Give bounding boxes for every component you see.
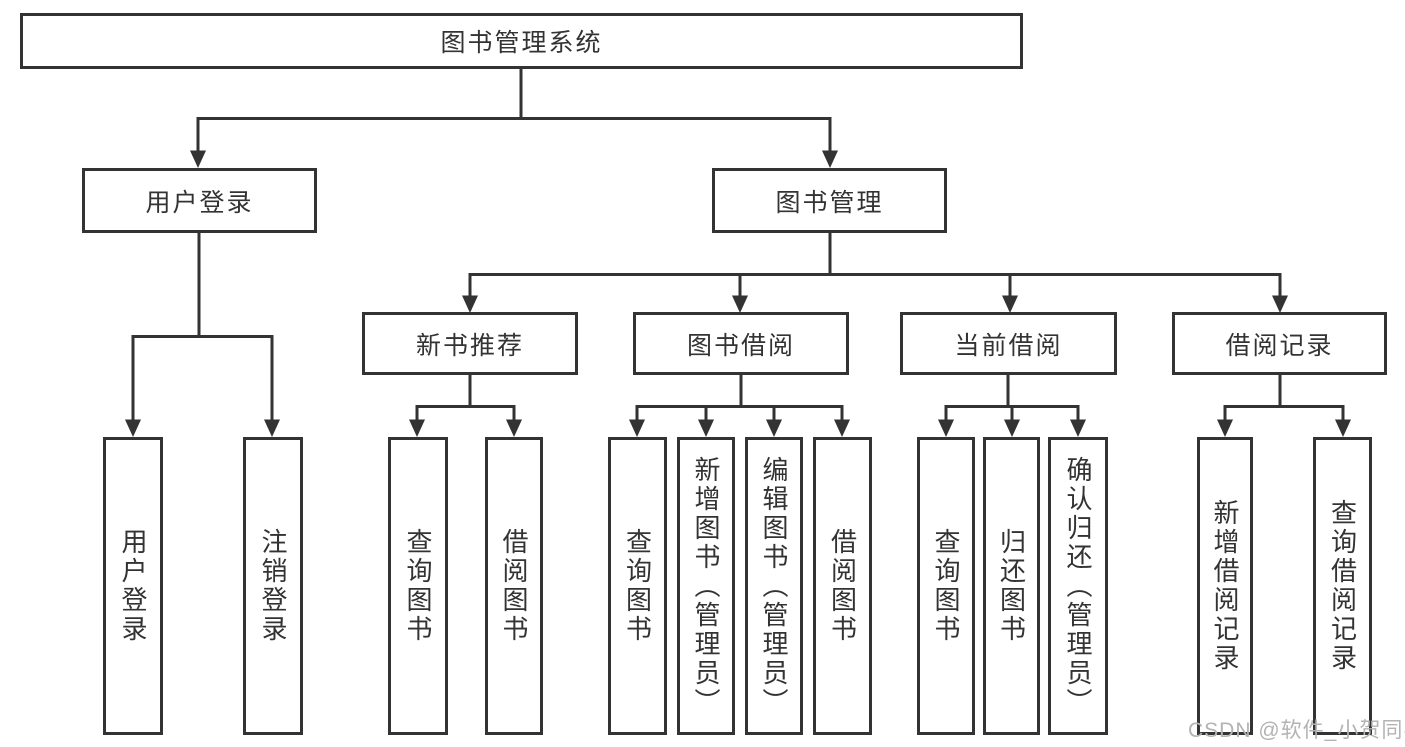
edge-book-mgmt-to-level3 [468,233,1282,297]
node-root: 图书管理系统 [20,13,1023,69]
edge-borrow-records-to-children [1223,375,1345,421]
leaf-confirm-return-admin: 确认归还（管理员） [1048,437,1108,735]
leaf-borrow-books-1: 借阅图书 [485,437,543,735]
edge-current-borrow-to-children [944,375,1080,421]
edge-new-book-rec-to-children [415,375,516,421]
arrowhead-query-books-3 [938,419,954,437]
node-book-borrow: 图书借阅 [633,312,849,375]
leaf-add-books-admin: 新增图书（管理员） [677,437,735,735]
arrowhead-borrow-books-2 [834,419,850,437]
arrowhead-logout-leaf [264,419,280,437]
leaf-query-books-1: 查询图书 [388,437,448,735]
arrowhead-query-books-2 [629,419,645,437]
arrowhead-book-mgmt [822,150,838,168]
leaf-query-books-2: 查询图书 [608,437,667,735]
leaf-user-login: 用户登录 [103,437,163,735]
node-book-mgmt: 图书管理 [712,168,947,233]
node-borrow-records: 借阅记录 [1172,312,1387,375]
arrowhead-book-borrow [732,295,748,313]
leaf-query-borrow-record: 查询借阅记录 [1313,437,1372,735]
edge-book-borrow-to-children [635,375,844,421]
leaf-add-borrow-record: 新增借阅记录 [1197,437,1253,735]
leaf-query-books-3: 查询图书 [917,437,975,735]
watermark: CSDN @软件_小贺同学 [1188,719,1405,742]
edge-user-login-to-children [131,233,274,421]
leaf-logout: 注销登录 [243,437,303,735]
arrowhead-query-books-1 [409,419,425,437]
leaf-edit-books-admin: 编辑图书（管理员） [745,437,803,735]
arrowhead-borrow-books-1 [506,419,522,437]
arrowhead-current-borrow [1002,295,1018,313]
node-current-borrow: 当前借阅 [900,312,1117,375]
arrowhead-return-books [1004,419,1020,437]
arrowhead-user-login-leaf [125,419,141,437]
arrowhead-user-login [190,150,206,168]
arrowhead-borrow-records [1272,295,1288,313]
leaf-return-books: 归还图书 [983,437,1040,735]
arrowhead-edit-books [766,419,782,437]
node-new-book-rec: 新书推荐 [362,312,578,375]
arrowhead-query-borrow-record [1335,419,1351,437]
node-user-login: 用户登录 [82,168,317,233]
arrowhead-new-book-rec [462,295,478,313]
arrowhead-add-books [698,419,714,437]
arrowhead-add-borrow-record [1217,419,1233,437]
edge-root-to-level2 [196,69,832,152]
leaf-borrow-books-2: 借阅图书 [813,437,872,735]
arrowhead-confirm-return [1070,419,1086,437]
